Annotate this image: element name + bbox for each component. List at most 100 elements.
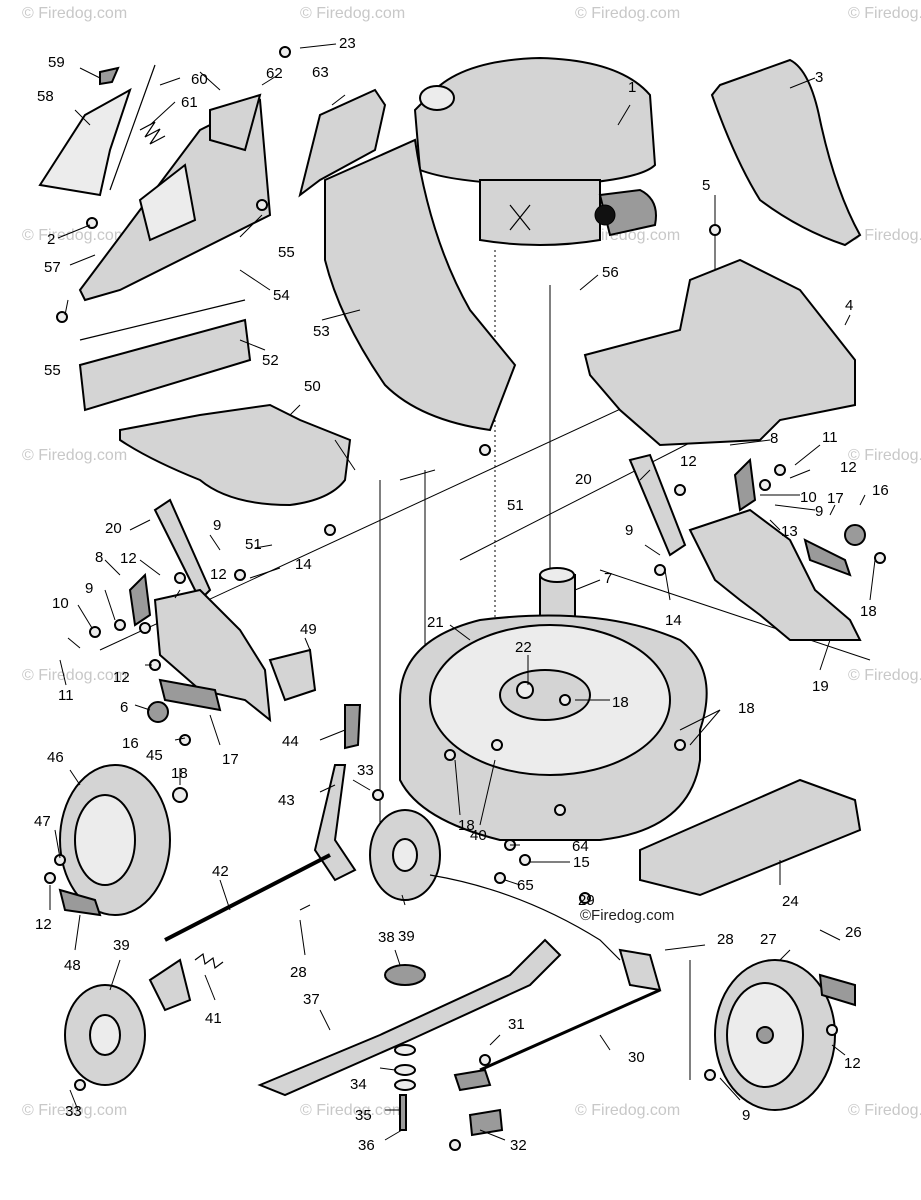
callout-28: 28 <box>717 931 734 948</box>
callout-44: 44 <box>282 733 299 750</box>
washer-part <box>394 1044 416 1056</box>
watermark: © Firedog.com <box>22 447 127 464</box>
callout-39: 39 <box>398 928 415 945</box>
callout-60: 60 <box>191 71 208 88</box>
callout-18: 18 <box>612 694 629 711</box>
callout-55: 55 <box>278 244 295 261</box>
watermark: © Firedog.com <box>22 1102 127 1119</box>
cable-part <box>429 874 621 961</box>
callout-50: 50 <box>304 378 321 395</box>
callout-1: 1 <box>628 79 636 96</box>
callout-7: 7 <box>604 570 612 587</box>
wheel-part <box>59 764 171 916</box>
callout-21: 21 <box>427 614 444 631</box>
callout-46: 46 <box>47 749 64 766</box>
callout-19: 19 <box>812 678 829 695</box>
callout-14: 14 <box>665 612 682 629</box>
baffle-part <box>78 318 252 412</box>
callout-63: 63 <box>312 64 329 81</box>
callout-65: 65 <box>517 877 534 894</box>
callout-16: 16 <box>122 735 139 752</box>
bag-clip-part <box>99 66 120 86</box>
washer-part <box>394 1079 416 1091</box>
watermarks: © Firedog.com © Firedog.com © Firedog.co… <box>22 5 921 1119</box>
callout-17: 17 <box>222 751 239 768</box>
callout-13: 13 <box>781 523 798 540</box>
watermark: © Firedog.com <box>300 5 405 22</box>
washer-part <box>394 1064 416 1076</box>
callout-20: 20 <box>105 520 122 537</box>
watermark: © Firedog.com <box>848 5 921 22</box>
callout-26: 26 <box>845 924 862 941</box>
discharge-chute-part <box>324 138 517 432</box>
callout-62: 62 <box>266 65 283 82</box>
callout-18: 18 <box>738 700 755 717</box>
callout-61: 61 <box>181 94 198 111</box>
side-plate-part <box>153 588 272 723</box>
part-callouts: 1 2 3 4 5 6 7 8 8 9 9 9 9 9 10 10 11 11 … <box>34 35 889 1154</box>
grip-part <box>344 704 362 750</box>
callout-10: 10 <box>800 489 817 506</box>
callout-32: 32 <box>510 1137 527 1154</box>
knob-part <box>844 524 866 546</box>
callout-9: 9 <box>815 503 823 520</box>
chute-cover-part <box>710 58 862 247</box>
callout-37: 37 <box>303 991 320 1008</box>
callout-51: 51 <box>245 536 262 553</box>
callout-12: 12 <box>840 459 857 476</box>
bracket-part <box>468 1108 504 1137</box>
callout-31: 31 <box>508 1016 525 1033</box>
leader-lines <box>49 43 876 1141</box>
callout-12: 12 <box>210 566 227 583</box>
pad-part <box>733 457 757 512</box>
callout-20: 20 <box>575 471 592 488</box>
watermark: © Firedog.com <box>300 1102 405 1119</box>
callout-41: 41 <box>205 1010 222 1027</box>
callout-4: 4 <box>845 297 853 314</box>
callout-18: 18 <box>458 817 475 834</box>
bolt-part <box>399 1094 407 1131</box>
callout-18: 18 <box>860 603 877 620</box>
callout-2: 2 <box>47 231 55 248</box>
height-adjuster-part <box>803 538 852 577</box>
knob-part <box>147 701 169 723</box>
wheel-part <box>714 959 836 1111</box>
callout-11: 11 <box>58 687 74 704</box>
callout-64: 64 <box>572 838 589 855</box>
callout-33: 33 <box>357 762 374 779</box>
callout-8: 8 <box>95 549 103 566</box>
bracket-part <box>153 498 212 602</box>
callout-22: 22 <box>515 639 532 656</box>
callout-54: 54 <box>273 287 290 304</box>
watermark: © Firedog.com <box>22 227 127 244</box>
callout-6: 6 <box>120 699 128 716</box>
callout-5: 5 <box>702 177 710 194</box>
callout-59: 59 <box>48 54 65 71</box>
callout-34: 34 <box>350 1076 367 1093</box>
rod-part <box>109 64 156 191</box>
blade-part <box>257 938 562 1097</box>
callout-45: 45 <box>146 747 163 764</box>
axle-bracket-part <box>148 958 192 1012</box>
callout-40: 40 <box>470 827 487 844</box>
watermark: © Firedog.com <box>22 667 127 684</box>
grass-bag-frame-part <box>78 93 272 302</box>
hubcap-part <box>369 809 441 901</box>
pad-part <box>58 888 102 917</box>
callout-51: 51 <box>507 497 524 514</box>
watermark: © Firedog.com <box>575 1102 680 1119</box>
callout-12: 12 <box>120 550 137 567</box>
bracket-part <box>618 948 662 992</box>
fasteners <box>44 46 886 1151</box>
callout-9: 9 <box>742 1107 750 1124</box>
callout-39: 39 <box>113 937 130 954</box>
callout-17: 17 <box>827 490 844 507</box>
callout-58: 58 <box>37 88 54 105</box>
callout-12: 12 <box>680 453 697 470</box>
callout-48: 48 <box>64 957 81 974</box>
rear-cover-part <box>583 258 856 447</box>
callout-56: 56 <box>602 264 619 281</box>
watermark: © Firedog.com <box>22 5 127 22</box>
watermark: © Firedog.com <box>848 667 921 684</box>
watermark: © Firedog.com <box>575 5 680 22</box>
